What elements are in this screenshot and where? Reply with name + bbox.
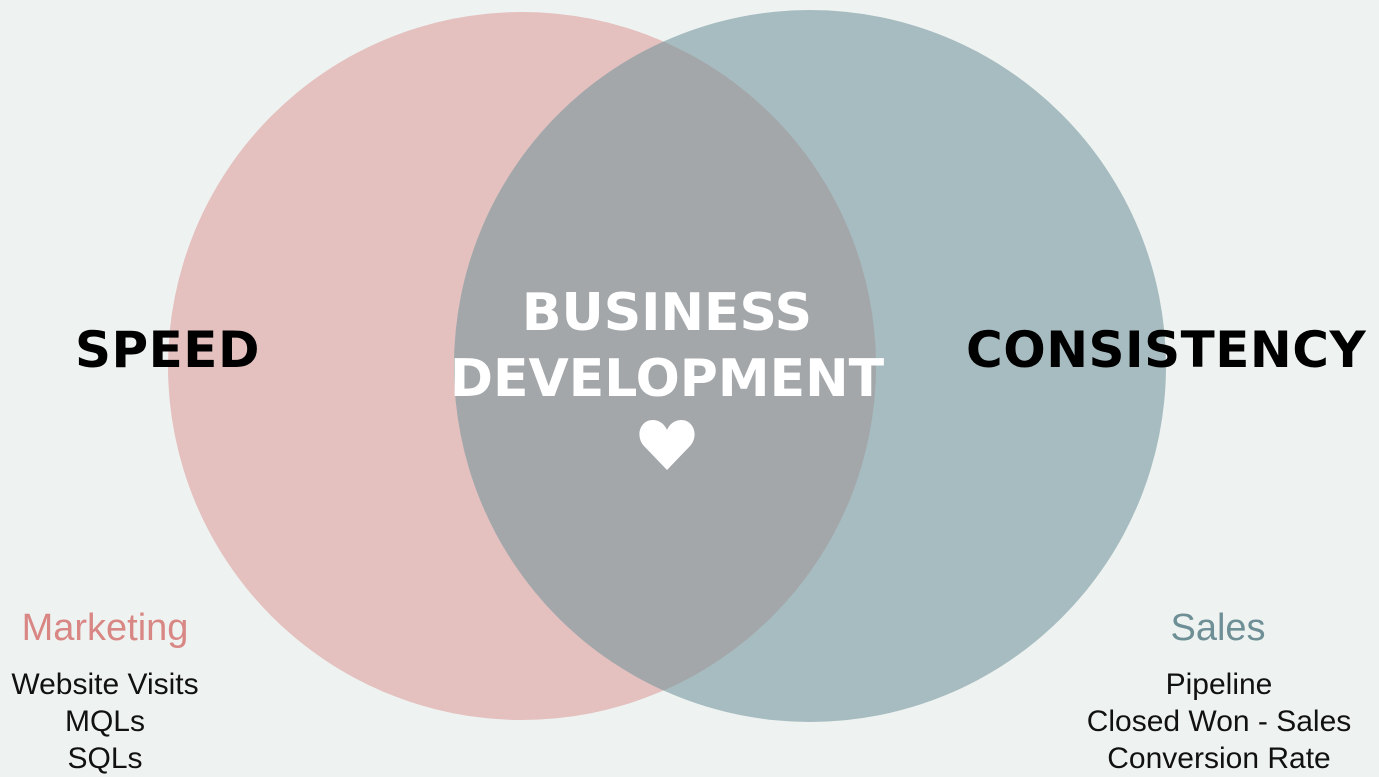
sales-title: Sales bbox=[1170, 607, 1266, 649]
speed-label: SPEED bbox=[75, 321, 260, 379]
center-label-line1: BUSINESS bbox=[521, 283, 813, 343]
overlap-region bbox=[454, 12, 876, 720]
heart-icon bbox=[639, 420, 695, 470]
marketing-metrics: Website Visits MQLs SQLs bbox=[0, 666, 210, 777]
center-label-line2: DEVELOPMENT bbox=[449, 349, 885, 409]
list-item: MQLs bbox=[64, 705, 145, 738]
sales-metrics: Pipeline Closed Won - Sales Conversion R… bbox=[1069, 666, 1369, 777]
list-item: Closed Won - Sales bbox=[1086, 705, 1352, 738]
list-item: Website Visits bbox=[11, 668, 199, 701]
list-item: Conversion Rate bbox=[1107, 742, 1331, 775]
consistency-label: CONSISTENCY bbox=[966, 321, 1367, 379]
list-item: SQLs bbox=[67, 742, 143, 775]
marketing-title: Marketing bbox=[21, 607, 189, 649]
list-item: Pipeline bbox=[1165, 668, 1273, 701]
